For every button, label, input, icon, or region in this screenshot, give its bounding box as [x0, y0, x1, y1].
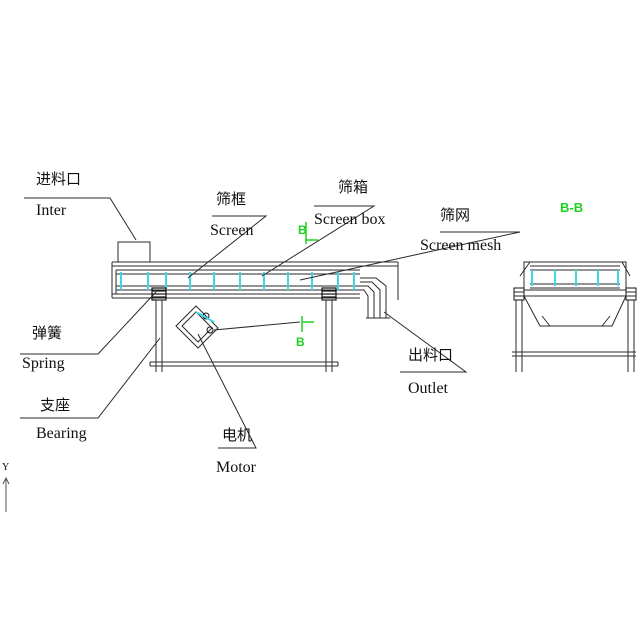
section-marker-bottom: B	[296, 316, 314, 349]
screen-mesh-label-zh: 筛网	[440, 206, 470, 224]
motor-label-en: Motor	[216, 459, 257, 476]
axis-label: Y	[2, 462, 9, 473]
screen-box-label-en: Screen box	[314, 211, 386, 228]
spring-label-en: Spring	[22, 355, 65, 372]
motor-label-zh: 电机	[222, 426, 252, 444]
outlet-label-zh: 出料口	[408, 346, 453, 364]
screen-box-label-zh: 筛箱	[338, 178, 368, 196]
bearing-label-en: Bearing	[36, 425, 87, 442]
side-view	[111, 241, 399, 372]
section-marker-bottom-label: B	[296, 335, 305, 349]
axis-indicator	[2, 476, 10, 512]
screen-label-en: Screen	[210, 222, 254, 239]
inlet-box	[117, 241, 151, 263]
section-title: B-B	[560, 200, 583, 215]
outlet-chute	[360, 277, 390, 319]
screen-mesh-label-en: Screen mesh	[420, 237, 501, 254]
screen-mesh	[120, 272, 355, 290]
screen-label-zh: 筛框	[216, 190, 246, 208]
section-marker-top: B	[298, 222, 318, 244]
motor	[175, 305, 301, 349]
bearing-frame	[149, 299, 339, 372]
inlet-label-zh: 进料口	[36, 170, 81, 188]
leader-lines	[20, 197, 521, 449]
section-marker-top-label: B	[298, 223, 307, 237]
inlet-label-en: Inter	[36, 202, 67, 219]
callout-labels: 进料口 Inter 筛框 Screen 筛箱 Screen box 筛网 Scr…	[22, 170, 501, 476]
spring-label-zh: 弹簧	[32, 324, 62, 342]
bearing-label-zh: 支座	[40, 396, 70, 414]
outlet-label-en: Outlet	[408, 380, 449, 397]
section-view	[512, 261, 637, 372]
